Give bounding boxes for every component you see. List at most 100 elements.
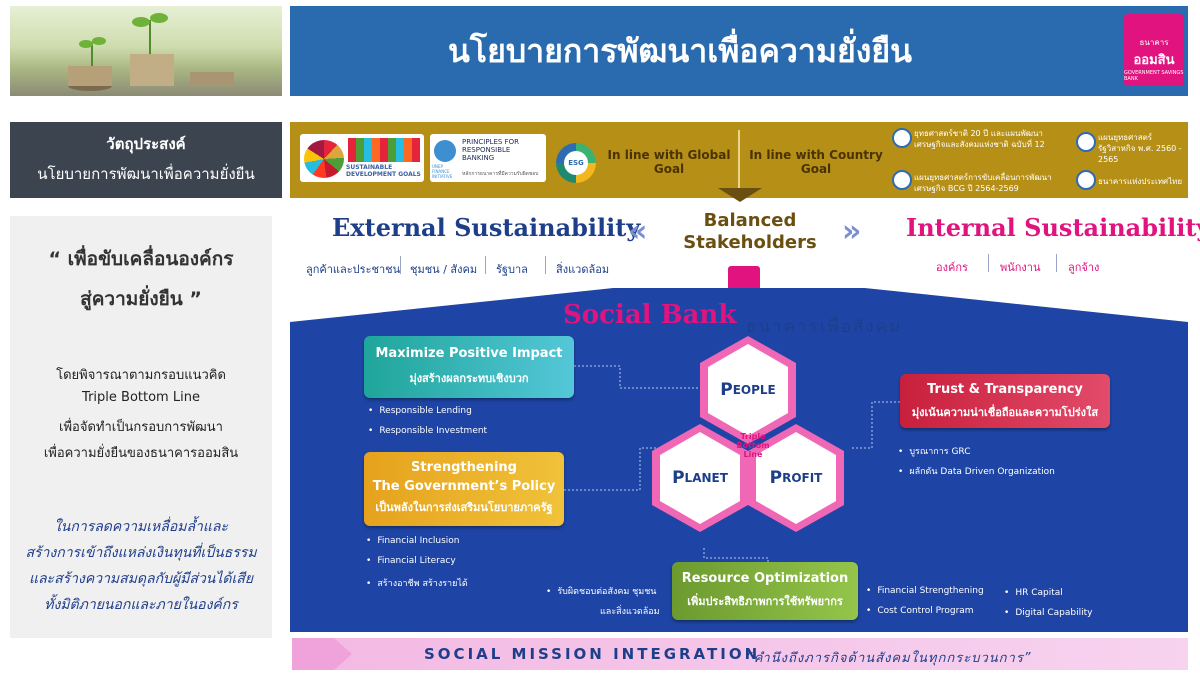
pri-title: PRINCIPLES FOR RESPONSIBLE BANKING — [462, 138, 519, 162]
bullet-financial-inclusion: Financial Inclusion — [366, 536, 459, 546]
objective-title: วัตถุประสงค์ — [106, 135, 186, 153]
gsb-logo: ธนาคาร ออมสิน GOVERNMENT SAVINGS BANK — [1124, 14, 1184, 86]
global-goal-label: In line with Global Goal — [607, 148, 731, 176]
quote-panel — [10, 216, 272, 638]
quote-line-1: “ เพื่อขับเคลื่อนองค์กร — [48, 248, 234, 270]
bcg-plan-icon — [892, 170, 912, 190]
esg-label: ESG — [564, 151, 588, 175]
objective-box: วัตถุประสงค์ นโยบายการพัฒนาเพื่อความยั่ง… — [10, 122, 282, 198]
gold-divider — [738, 130, 740, 188]
external-item-environment: สิ่งแวดล้อม — [556, 263, 610, 276]
bullet-create-income: สร้างอาชีพ สร้างรายได้ — [366, 576, 467, 590]
strengthen-subtitle: เป็นพลังในการส่งเสริมนโยบายภาครัฐ — [375, 501, 553, 514]
quote-line-2: สู่ความยั่งยืน ” — [80, 288, 202, 310]
profit-rest: ROFIT — [782, 471, 823, 485]
trust-transparency-card: Trust & Transparency มุ่งเน้นความน่าเชื่… — [900, 374, 1110, 428]
title-bar — [290, 6, 1188, 96]
objective-subtitle: นโยบายการพัฒนาเพื่อความยั่งยืน — [37, 165, 255, 183]
divider — [545, 256, 546, 274]
bullet-grc: บูรณาการ GRC — [898, 444, 970, 458]
balanced-stakeholders: Balanced Stakeholders — [660, 210, 840, 254]
trust-title: Trust & Transparency — [927, 382, 1083, 397]
bullet-financial-literacy: Financial Literacy — [366, 556, 455, 566]
trust-subtitle: มุ่งเน้นความน่าเชื่อถือและความโปร่งใส — [911, 406, 1099, 419]
national-strategy-icon — [892, 128, 912, 148]
internal-sustainability-title: Internal Sustainability — [906, 213, 1200, 242]
sdg-wheel-icon — [304, 140, 344, 178]
bullet-social-responsibility-cont: และสิ่งแวดล้อม — [600, 607, 660, 617]
country-goal-label: In line with Country Goal — [749, 148, 883, 176]
connector-lines — [564, 365, 900, 562]
external-sustainability-title: External Sustainability — [332, 213, 641, 242]
bullet-data-driven: ผลักดัน Data Driven Organization — [898, 464, 1055, 478]
gsb-logo-name: ออมสิน — [1133, 53, 1175, 68]
people-initial: P — [720, 380, 733, 400]
profit-initial: P — [769, 468, 783, 488]
balanced-line-1: Balanced — [703, 210, 797, 231]
italic-line-2: สร้างการเข้าถึงแหล่งเงินทุนที่เป็นธรรม — [25, 545, 257, 561]
maximize-title: Maximize Positive Impact — [375, 346, 563, 361]
bullet-social-responsibility: รับผิดชอบต่อสังคม ชุมชน — [546, 584, 656, 598]
double-chevron-left-icon: « — [628, 214, 648, 249]
coins-plant-photo — [10, 6, 282, 96]
mission-band — [292, 638, 1188, 670]
body-line-3: เพื่อจัดทำเป็นกรอบการพัฒนา — [59, 420, 223, 435]
bullet-hr-capital: HR Capital — [1004, 588, 1062, 598]
external-item-government: รัฐบาล — [496, 263, 528, 276]
external-item-community: ชุมชน / สังคม — [410, 263, 478, 276]
resource-optimization-card: Resource Optimization เพิ่มประสิทธิภาพกา… — [672, 562, 858, 620]
pri-subtitle: หลักการธนาคารที่มีความรับผิดชอบ — [462, 171, 539, 177]
strengthening-policy-card: Strengthening The Government’s Policy เป… — [364, 452, 564, 526]
bullet-responsible-lending: Responsible Lending — [368, 406, 472, 416]
italic-line-1: ในการลดความเหลื่อมล้ำและ — [53, 519, 229, 535]
social-bank-title: Social Bank — [563, 300, 737, 330]
body-line-2: Triple Bottom Line — [82, 390, 200, 405]
plan-bot: ธนาคารแห่งประเทศไทย — [1098, 177, 1183, 186]
bullet-digital-capability: Digital Capability — [1004, 608, 1092, 618]
resource-title: Resource Optimization — [681, 571, 849, 586]
plan-soe: แผนยุทธศาสตร์รัฐวิสาหกิจ พ.ศ. 2560 - 256… — [1098, 133, 1182, 164]
plan-national-strategy: ยุทธศาสตร์ชาติ 20 ปี และแผนพัฒนาเศรษฐกิจ… — [914, 129, 1045, 149]
bullet-financial-strengthening: Financial Strengthening — [866, 586, 983, 596]
balanced-line-2: Stakeholders — [683, 232, 817, 253]
bot-icon — [1076, 170, 1096, 190]
maximize-subtitle: มุ่งสร้างผลกระทบเชิงบวก — [409, 372, 529, 385]
un-globe-icon — [434, 140, 456, 162]
external-item-customers: ลูกค้าและประชาชน — [306, 263, 401, 276]
internal-item-contractors: ลูกจ้าง — [1068, 261, 1100, 274]
strengthen-line-1: Strengthening — [411, 460, 517, 475]
gsb-logo-sub: GOVERNMENT SAVINGS BANK — [1124, 70, 1184, 82]
divider — [988, 254, 989, 272]
body-line-4: เพื่อความยั่งยืนของธนาคารออมสิน — [43, 446, 239, 461]
divider — [485, 256, 486, 274]
unep-text: UNEP FINANCE INITIATIVE — [432, 164, 453, 179]
page-title: นโยบายการพัฒนาเพื่อความยั่งยืน — [448, 31, 912, 70]
strengthen-line-2: The Government’s Policy — [372, 479, 556, 494]
coins-plant-image — [68, 13, 234, 91]
divider — [1056, 254, 1057, 272]
triple-bottom-line-label: Triple Bottom Line — [736, 432, 770, 459]
plan-bcg: แผนยุทธศาสตร์การขับเคลื่อนการพัฒนาเศรษฐก… — [914, 173, 1052, 193]
pri-logo-card: UNEP FINANCE INITIATIVE PRINCIPLES FOR R… — [430, 134, 546, 182]
mission-quote: “คำนึงถึงภารกิจด้านสังคมในทุกกระบวนการ” — [746, 651, 1032, 666]
resource-subtitle: เพิ่มประสิทธิภาพการใช้ทรัพยากร — [687, 595, 843, 608]
bullet-cost-control: Cost Control Program — [866, 606, 973, 616]
planet-initial: P — [672, 468, 685, 488]
bullet-responsible-investment: Responsible Investment — [368, 426, 487, 436]
body-line-1: โดยพิจารณาตามกรอบแนวคิด — [56, 368, 226, 383]
italic-line-4: ทั้งมิติภายนอกและภายในองค์กร — [44, 597, 238, 613]
chevron-down-icon — [718, 188, 762, 202]
sdg-tiles — [348, 138, 420, 162]
internal-item-organization: องค์กร — [936, 261, 968, 274]
sdg-text: SUSTAINABLE DEVELOPMENT GOALS — [346, 164, 421, 178]
maximize-positive-impact-card: Maximize Positive Impact มุ่งสร้างผลกระท… — [364, 336, 574, 398]
planet-rest: LANET — [684, 471, 728, 485]
people-rest: EOPLE — [732, 383, 776, 397]
italic-line-3: และสร้างความสมดุลกับผู้มีส่วนได้เสีย — [28, 571, 254, 587]
esg-icon: ESG — [556, 143, 596, 183]
soe-plan-icon — [1076, 132, 1096, 152]
gsb-logo-top: ธนาคาร — [1139, 38, 1169, 47]
